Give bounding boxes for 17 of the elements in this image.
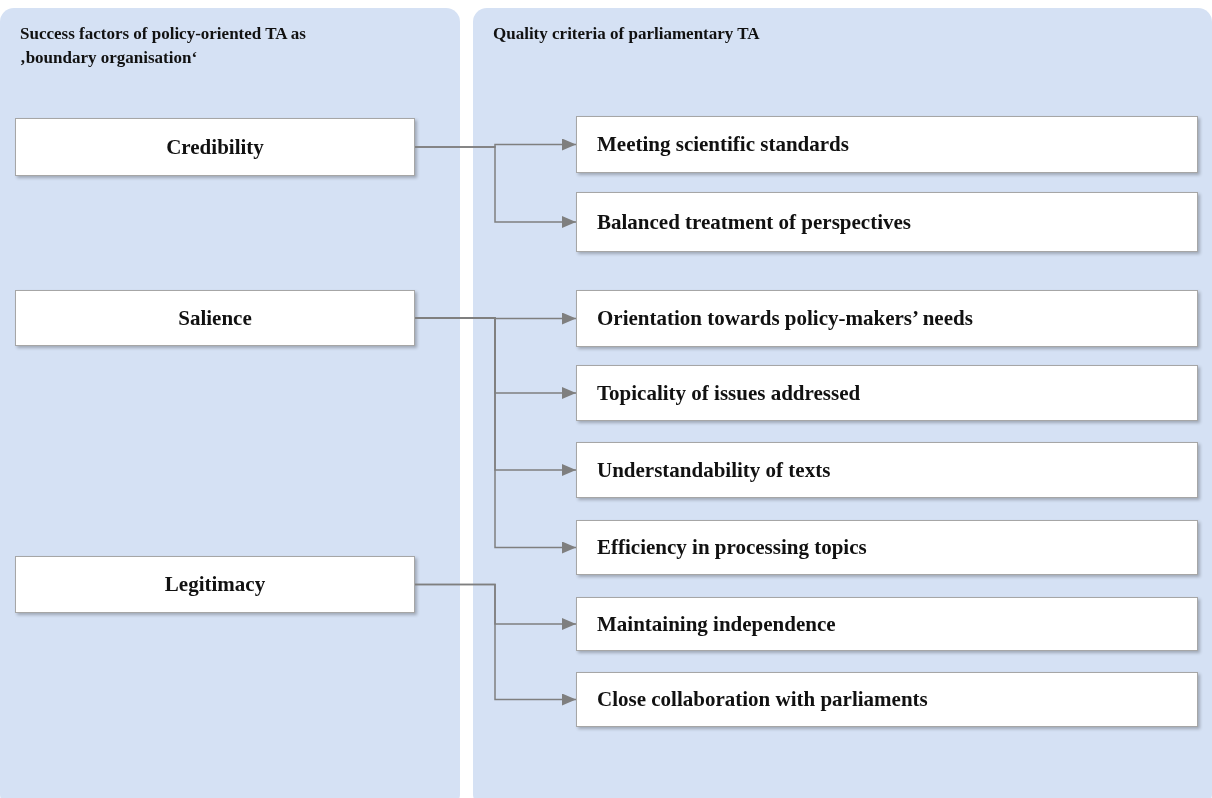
criterion-box: Understandability of texts <box>576 442 1198 498</box>
criterion-box: Orientation towards policy-makers’ needs <box>576 290 1198 347</box>
factor-box: Legitimacy <box>15 556 415 613</box>
connector-arrow <box>414 583 577 706</box>
criterion-box: Close collaboration with parliaments <box>576 672 1198 727</box>
criterion-box: Efficiency in processing topics <box>576 520 1198 575</box>
criterion-box: Maintaining independence <box>576 597 1198 651</box>
criterion-box: Meeting scientific standards <box>576 116 1198 173</box>
panel-background <box>473 8 1212 798</box>
panel-heading: Success factors of policy-oriented TA as ‚boundary organisation‘ <box>20 23 307 69</box>
factor-box: Salience <box>15 290 415 346</box>
connector-arrow <box>414 146 577 228</box>
factor-box: Credibility <box>15 118 415 176</box>
criterion-box: Balanced treatment of perspectives <box>576 192 1198 252</box>
panel-heading: Quality criteria of parliamentary TA <box>493 23 761 45</box>
panel-background <box>0 8 460 798</box>
criterion-box: Topicality of issues addressed <box>576 365 1198 421</box>
